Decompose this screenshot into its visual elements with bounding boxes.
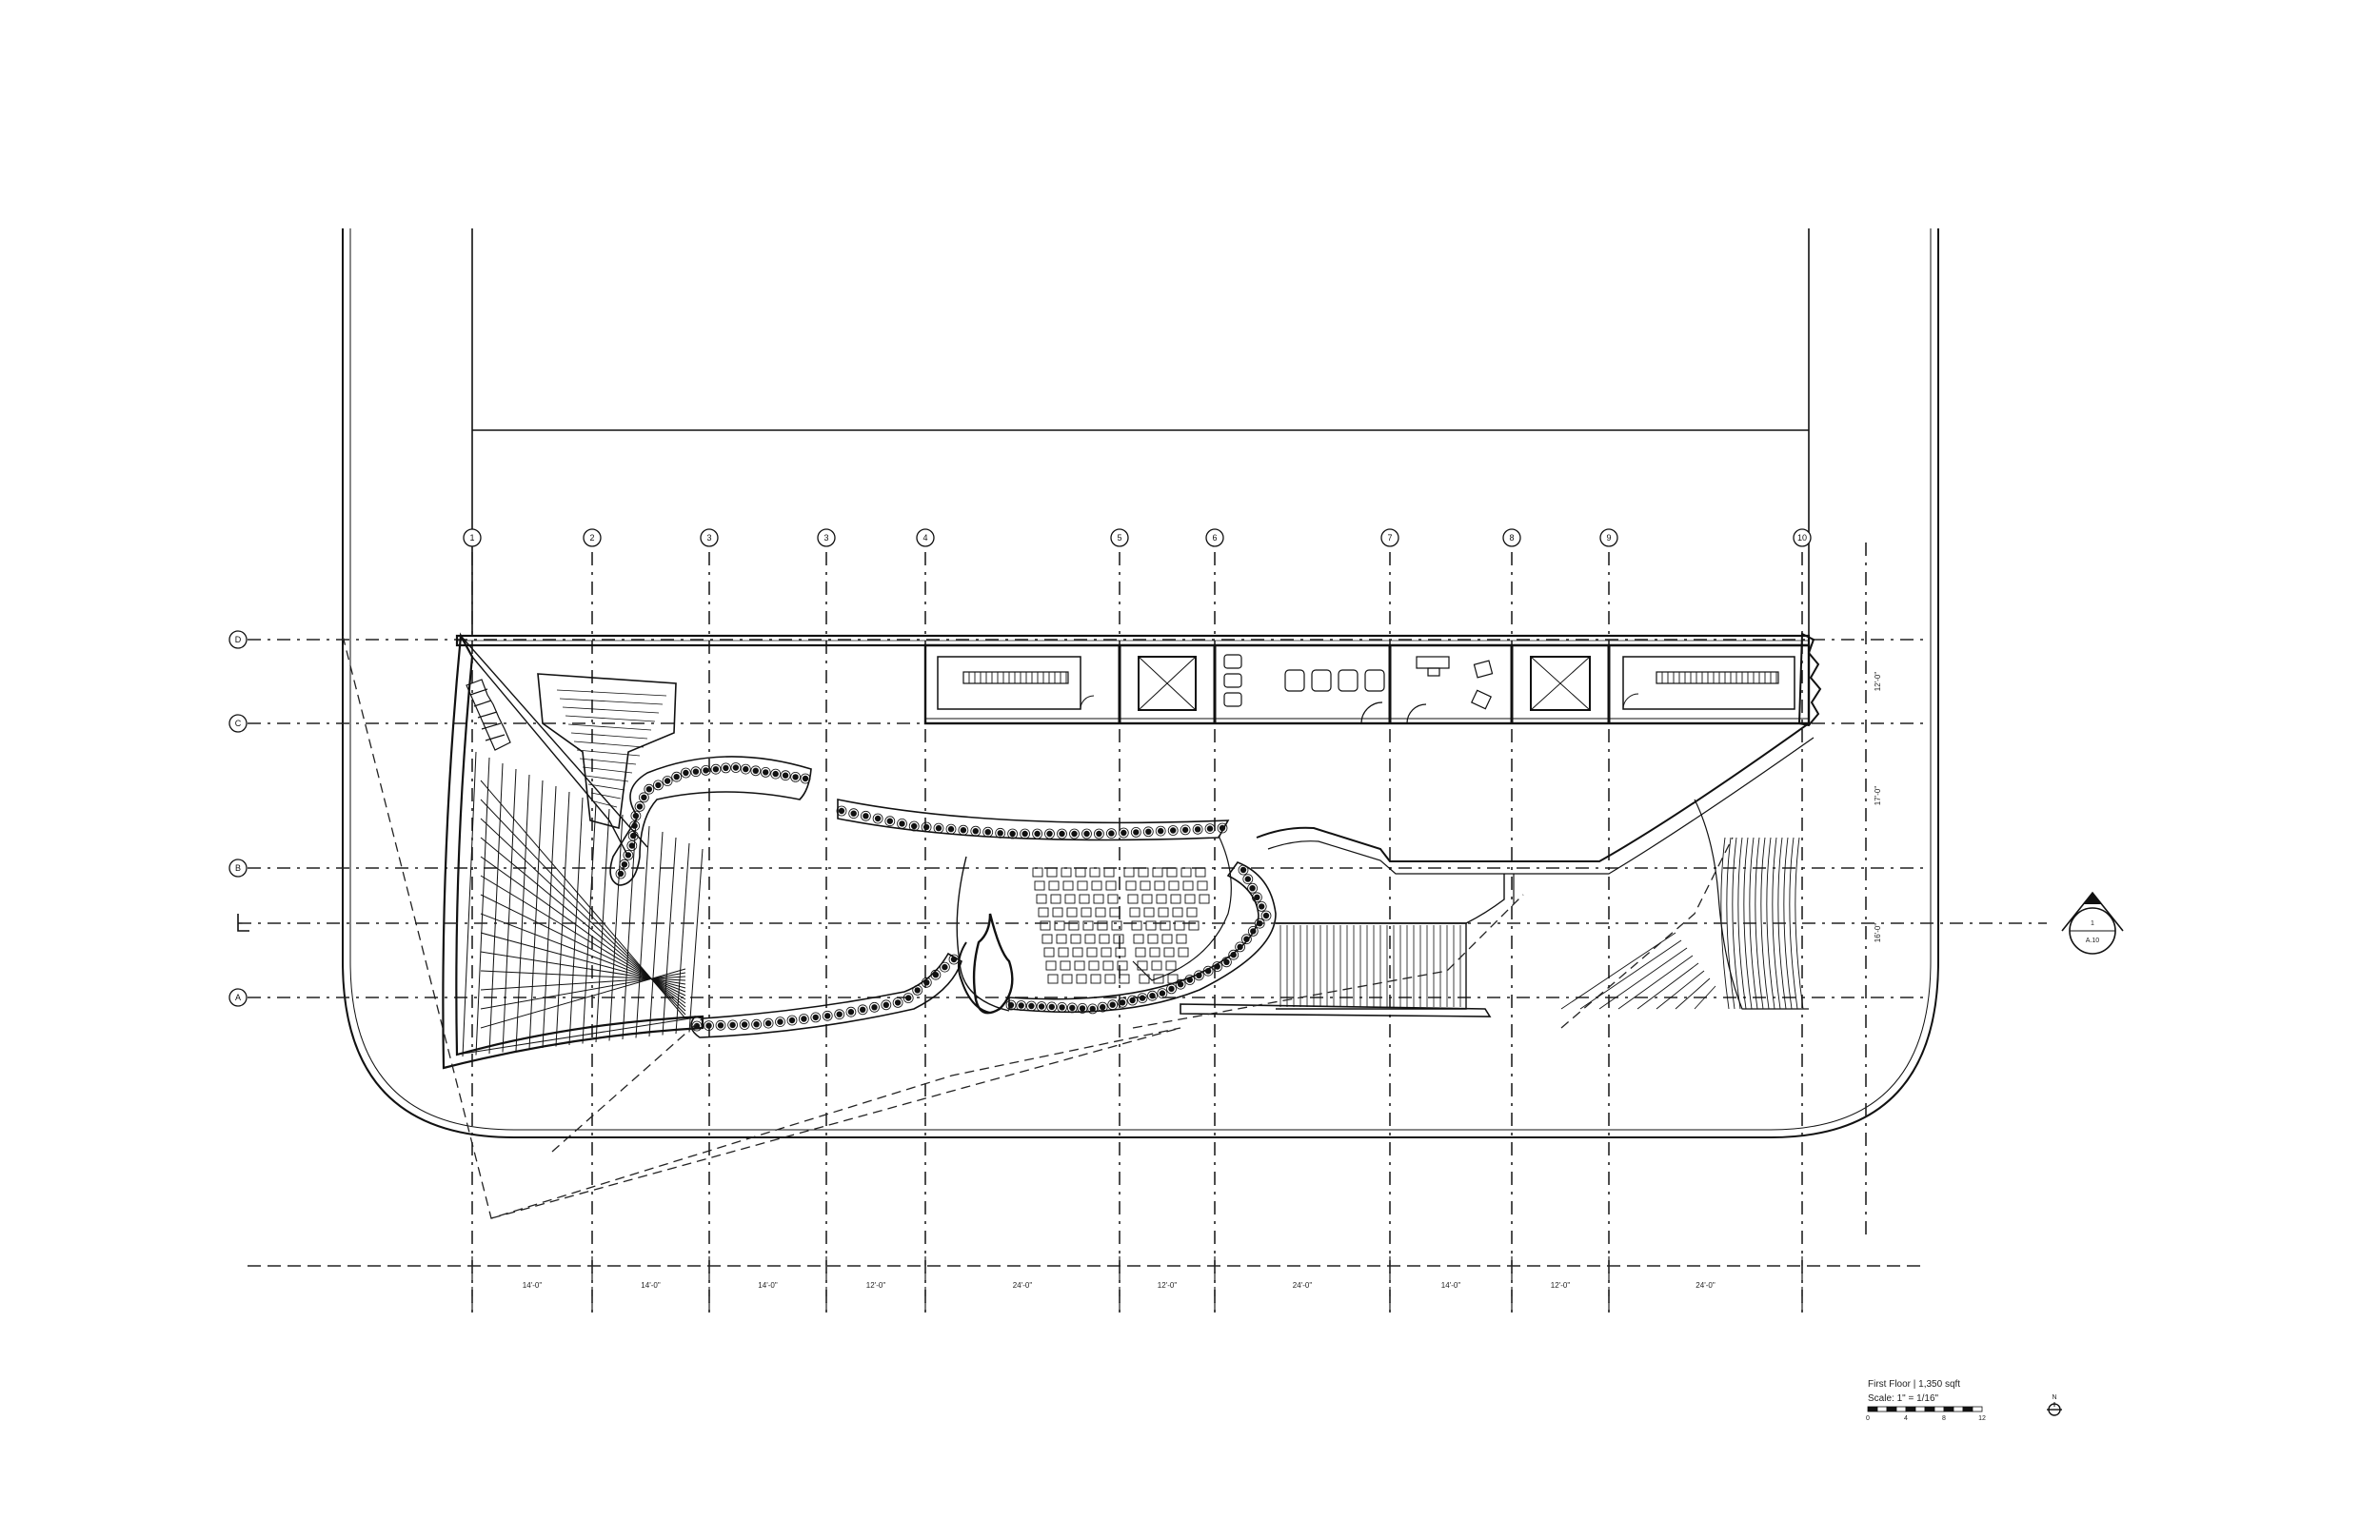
grid-col-label: 5 <box>1117 533 1121 543</box>
column-dimension: 24'-0" <box>1013 1281 1033 1290</box>
column-dimension: 24'-0" <box>1696 1281 1716 1290</box>
grid-col-label: 10 <box>1797 533 1807 543</box>
grid-bubble-col: 1 <box>463 528 482 547</box>
north-label: N <box>2052 1394 2056 1401</box>
column-dimension: 14'-0" <box>1441 1281 1461 1290</box>
south-seating-band <box>690 952 962 1038</box>
scale-bar-segment <box>1953 1406 1964 1412</box>
scale-label: Scale: 1" = 1/16" <box>1868 1393 1939 1404</box>
grid-bubble-col: 10 <box>1793 528 1812 547</box>
column-dimension: 24'-0" <box>1293 1281 1313 1290</box>
grid-col-label: 4 <box>922 533 927 543</box>
grid-row-label: D <box>235 635 242 644</box>
north-arrow-icon: N <box>2047 1394 2062 1416</box>
row-dimension: 12'-0" <box>1874 672 1882 692</box>
west-seating-band <box>609 756 812 886</box>
grid-col-label: 8 <box>1509 533 1514 543</box>
scale-bar-tick: 4 <box>1904 1415 1908 1422</box>
floor-label: First Floor | 1,350 sqft <box>1868 1379 1960 1390</box>
grid-row-label: C <box>235 719 242 728</box>
section-marker: 1 A.10 <box>237 891 2124 955</box>
auditorium-top-band <box>836 799 1230 841</box>
grid-bubble-row: A <box>228 988 248 1007</box>
scale-bar-segment <box>1895 1406 1907 1412</box>
row-dimension: 17'-0" <box>1874 786 1882 806</box>
grid-bubble-col: 5 <box>1110 528 1129 547</box>
east-tiered-seating <box>1560 799 1809 1010</box>
auditorium-curve-band <box>1005 861 1277 1015</box>
elevator-shaft-2 <box>1530 656 1591 711</box>
scale-bar-segment <box>1886 1406 1897 1412</box>
grid-col-label: 7 <box>1387 533 1392 543</box>
west-wing-outline <box>442 632 704 1070</box>
site-outline <box>342 228 1939 1138</box>
grid-bubble-col: 8 <box>1502 528 1521 547</box>
grid-col-label: 6 <box>1212 533 1217 543</box>
column-dimension: 14'-0" <box>641 1281 661 1290</box>
grid-bubble-col: 3 <box>817 528 836 547</box>
grid-bubbles: 1 2 3 3 4 5 6 7 8 9 10D C B A <box>228 528 1812 1007</box>
core-stair-west <box>937 656 1095 710</box>
building-shell <box>455 632 1822 727</box>
grid-col-label: 2 <box>589 533 594 543</box>
office-furniture <box>1406 656 1494 724</box>
entry-steps <box>466 679 511 751</box>
grid-bubble-row: C <box>228 714 248 733</box>
section-number: 1 <box>2091 920 2094 927</box>
column-dimension: 14'-0" <box>758 1281 778 1290</box>
grid-bubble-col: 3 <box>700 528 719 547</box>
scale-bar-segment <box>1972 1406 1983 1412</box>
column-dimension: 12'-0" <box>1551 1281 1571 1290</box>
column-dimension: 12'-0" <box>866 1281 886 1290</box>
dimension-ticks <box>471 1256 1803 1313</box>
scale-bar-segment <box>1924 1406 1935 1412</box>
scale-bar-segment <box>1943 1406 1954 1412</box>
scale-bar-segment <box>1962 1406 1973 1412</box>
scale-bar-tick: 0 <box>1866 1415 1870 1422</box>
grid-bubble-col: 2 <box>583 528 602 547</box>
grid-bubble-col: 4 <box>916 528 935 547</box>
structural-grid <box>248 543 1923 1313</box>
scale-bar-segment <box>1867 1406 1878 1412</box>
scale-bar-segment <box>1934 1406 1945 1412</box>
section-sheet: A.10 <box>2086 938 2100 944</box>
row-dimension: 16'-0" <box>1874 923 1882 943</box>
east-grand-stair <box>1180 922 1492 1017</box>
grid-col-label: 9 <box>1606 533 1611 543</box>
west-stair <box>537 673 677 830</box>
grid-bubble-col: 6 <box>1205 528 1224 547</box>
column-dimension-labels: 14'-0" 14'-0" 14'-0" 12'-0" 24'-0" 12'-0" 24'-… <box>523 1281 1716 1290</box>
scale-bar-segment <box>1905 1406 1916 1412</box>
grid-row-label: A <box>235 993 241 1002</box>
scale-bar: 0 4 8 12 <box>1866 1406 1986 1422</box>
grid-col-label: 3 <box>823 533 828 543</box>
roof-outline-dashed <box>342 635 1734 1219</box>
grid-bubble-col: 7 <box>1380 528 1399 547</box>
column-dimension: 14'-0" <box>523 1281 543 1290</box>
grid-bubble-row: D <box>228 630 248 649</box>
core-stair-east <box>1622 656 1795 710</box>
west-ramp-hatch <box>462 751 704 1057</box>
grid-col-label: 3 <box>706 533 711 543</box>
grid-bubble-row: B <box>228 859 248 878</box>
east-wing-outline <box>1256 722 1815 924</box>
elevator-shaft-1 <box>1138 656 1197 711</box>
scale-bar-segment <box>1876 1406 1888 1412</box>
grid-row-label: B <box>235 863 241 873</box>
grid-col-label: 1 <box>469 533 474 543</box>
column-dimension: 12'-0" <box>1158 1281 1178 1290</box>
grid-bubble-col: 9 <box>1599 528 1618 547</box>
auditorium-seating <box>1032 867 1210 984</box>
restroom-fixtures <box>1223 654 1385 724</box>
row-dimension-labels: 12'-0" 17'-0" 16'-0" <box>1874 672 1882 943</box>
scale-bar-tick: 12 <box>1978 1415 1986 1422</box>
adjacent-parcel <box>471 228 1810 636</box>
scale-bar-tick: 8 <box>1942 1415 1946 1422</box>
title-block: First Floor | 1,350 sqft Scale: 1" = 1/1… <box>1866 1379 2062 1422</box>
auditorium-walls <box>956 835 1232 1015</box>
scale-bar-segment <box>1914 1406 1926 1412</box>
